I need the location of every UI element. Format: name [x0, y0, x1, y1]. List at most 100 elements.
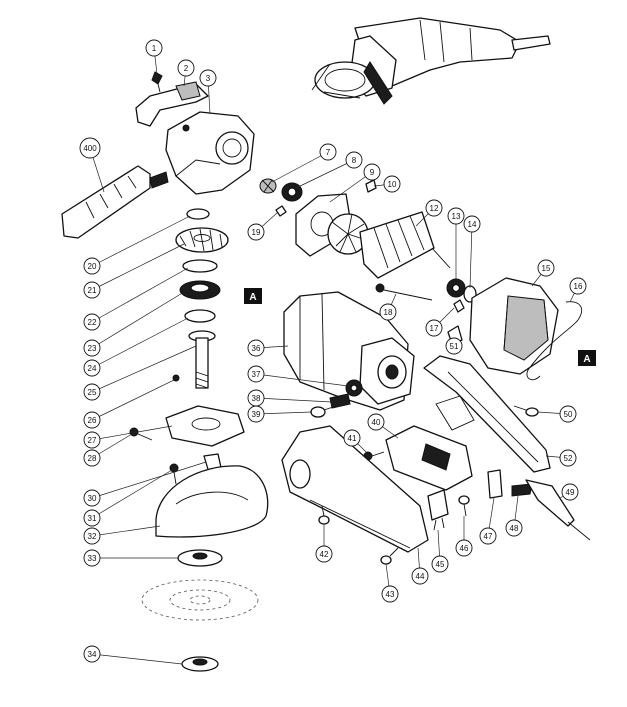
callout-number: 32 — [88, 532, 97, 541]
callout-bubble — [247, 405, 265, 423]
callout-leader — [295, 159, 355, 189]
callout-number: 52 — [564, 454, 573, 463]
callout-number: 27 — [88, 436, 97, 445]
callout-bubble — [83, 549, 101, 567]
callout-12: 12 — [415, 199, 443, 227]
callout-leader — [255, 373, 349, 387]
callout-bubble — [411, 567, 429, 585]
callout-number: 400 — [83, 144, 97, 153]
part-49-cord — [525, 479, 591, 541]
callout-leader — [91, 379, 175, 421]
part-34-lock-nut — [181, 656, 219, 672]
callout-18: 18 — [379, 293, 397, 321]
callout-number: 15 — [542, 264, 551, 273]
callout-leader — [91, 267, 189, 323]
callout-number: 41 — [348, 434, 357, 443]
callout-400: 400 — [79, 137, 105, 193]
part-48-cord-guard — [511, 483, 533, 497]
callout-bubble — [559, 449, 577, 467]
callout-leader — [271, 151, 329, 183]
part-23-ball-bearing — [179, 280, 221, 300]
callout-bubble — [83, 313, 101, 331]
part-8-ball-bearing — [281, 182, 303, 202]
part-39-screw — [310, 405, 337, 418]
callout-bubble — [145, 39, 163, 57]
callout-number: 43 — [386, 590, 395, 599]
part-3-gear-housing — [165, 111, 255, 195]
callout-49: 49 — [559, 483, 579, 501]
part-45-noise-suppressor — [427, 489, 449, 531]
callout-bubble — [83, 431, 101, 449]
part-27-bearing-box — [165, 405, 245, 447]
part-15-field — [469, 277, 559, 375]
section-flag-right: A — [578, 350, 596, 366]
callout-leader — [329, 171, 373, 203]
callout-number: 50 — [564, 410, 573, 419]
callout-number: 46 — [460, 544, 469, 553]
callout-bubble — [569, 277, 587, 295]
callout-10: 10 — [373, 175, 401, 193]
part-12-armature — [359, 211, 451, 279]
callout-46: 46 — [455, 516, 473, 557]
section-flag-left: A — [244, 288, 262, 304]
callout-bubble — [363, 163, 381, 181]
callout-bubble — [247, 339, 265, 357]
part-21-spiral-bevel-gear — [175, 227, 229, 253]
part-16-field-lead — [526, 301, 582, 381]
callout-number: 18 — [384, 308, 393, 317]
callout-bubble — [247, 365, 265, 383]
part-19-pin — [275, 205, 287, 217]
part-1-screw — [151, 71, 163, 93]
part-40-switch — [385, 395, 475, 491]
callout-39: 39 — [247, 405, 313, 423]
callout-number: 2 — [184, 64, 189, 73]
callout-28: 28 — [83, 433, 133, 467]
callout-25: 25 — [83, 345, 197, 401]
callout-26: 26 — [83, 379, 175, 429]
callout-8: 8 — [295, 151, 363, 189]
callout-30: 30 — [83, 461, 207, 507]
callout-bubble — [383, 175, 401, 193]
callout-number: 45 — [436, 560, 445, 569]
callout-number: 44 — [416, 572, 425, 581]
callout-leader — [91, 291, 185, 349]
callout-bubble — [559, 405, 577, 423]
part-25-spindle — [188, 330, 216, 389]
callout-bubble — [247, 223, 265, 241]
callout-bubble — [379, 303, 397, 321]
part-36-motor-housing — [283, 291, 415, 411]
callout-leader — [91, 461, 207, 499]
callout-bubble — [177, 59, 195, 77]
callout-number: 7 — [326, 148, 331, 157]
callout-bubble — [479, 527, 497, 545]
callout-number: 38 — [252, 394, 261, 403]
callout-number: 30 — [88, 494, 97, 503]
callout-15: 15 — [531, 259, 555, 287]
grinding-wheel-outline — [141, 579, 259, 621]
callout-bubble — [83, 359, 101, 377]
callout-leader — [91, 525, 161, 537]
callout-14: 14 — [463, 215, 481, 289]
callout-number: 36 — [252, 344, 261, 353]
callout-20: 20 — [83, 215, 191, 275]
part-7-pinion — [259, 178, 277, 194]
callout-36: 36 — [247, 339, 289, 357]
callout-9: 9 — [329, 163, 381, 203]
callout-bubble — [83, 411, 101, 429]
armature-fan — [327, 213, 369, 255]
part-44-handle — [281, 425, 429, 553]
callout-number: 37 — [252, 370, 261, 379]
part-32-wheel-cover — [155, 465, 269, 538]
callout-leader — [91, 317, 189, 369]
callout-41: 41 — [343, 429, 367, 453]
callout-24: 24 — [83, 317, 189, 377]
callout-23: 23 — [83, 291, 185, 357]
callout-40: 40 — [367, 413, 399, 439]
callout-bubble — [79, 137, 101, 159]
callout-42: 42 — [315, 524, 333, 563]
part-52-handle-cover — [423, 355, 551, 473]
callout-number: 21 — [88, 286, 97, 295]
callout-bubble — [367, 413, 385, 431]
